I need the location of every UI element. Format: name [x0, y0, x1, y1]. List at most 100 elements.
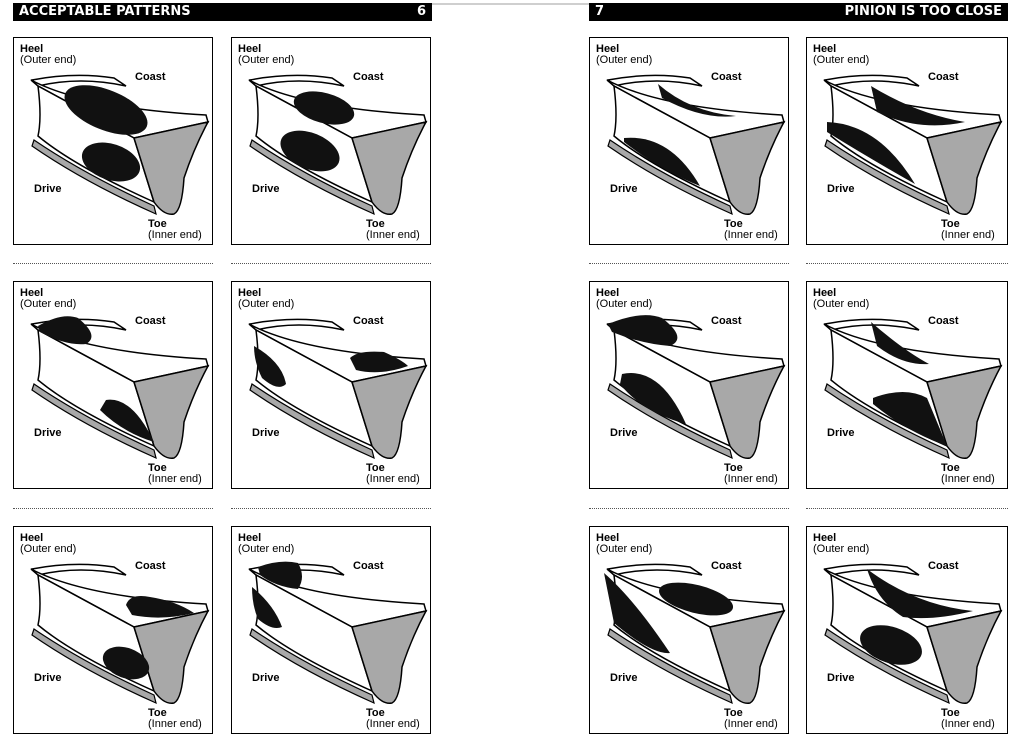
drive-label: Drive	[610, 427, 638, 439]
outer-end-label: (Outer end)	[596, 543, 653, 555]
contact-pattern	[871, 86, 965, 126]
outer-end-label: (Outer end)	[20, 298, 77, 310]
toe-label: Toe	[941, 462, 960, 474]
gear-tooth-illustration	[606, 315, 786, 460]
gear-pattern-panel: Heel (Outer end) Coast Drive Toe (Inner …	[589, 37, 789, 245]
heel-label: Heel	[238, 43, 262, 55]
drive-label: Drive	[252, 183, 280, 195]
heel-label: Heel	[813, 532, 837, 544]
gear-tooth-illustration	[823, 318, 1003, 460]
gear-tooth-illustration	[248, 561, 428, 705]
drive-label: Drive	[610, 183, 638, 195]
inner-end-label: (Inner end)	[724, 473, 778, 485]
toe-label: Toe	[366, 218, 385, 230]
contact-pattern	[608, 315, 678, 346]
outer-end-label: (Outer end)	[813, 298, 870, 310]
gear-tooth-illustration	[30, 316, 210, 460]
toe-label: Toe	[366, 462, 385, 474]
row-divider	[13, 263, 213, 264]
gear-tooth-illustration	[823, 74, 1003, 216]
gear-pattern-panel: Heel (Outer end) Coast Drive Toe (Inner …	[806, 526, 1008, 734]
outer-end-label: (Outer end)	[20, 543, 77, 555]
inner-end-label: (Inner end)	[148, 229, 202, 241]
row-divider	[13, 508, 213, 509]
contact-pattern	[867, 569, 973, 619]
contact-pattern	[102, 646, 150, 680]
outer-end-label: (Outer end)	[596, 54, 653, 66]
drive-label: Drive	[34, 427, 62, 439]
gear-pattern-panel: Heel (Outer end) Coast Drive Toe (Inner …	[231, 37, 431, 245]
contact-pattern	[871, 322, 929, 365]
inner-end-label: (Inner end)	[366, 473, 420, 485]
outer-end-label: (Outer end)	[596, 298, 653, 310]
right-page-title: PINION IS TOO CLOSE	[844, 4, 1002, 19]
left-page-title: ACCEPTABLE PATTERNS	[19, 4, 191, 19]
coast-label: Coast	[353, 560, 384, 572]
toe-label: Toe	[941, 218, 960, 230]
contact-pattern	[827, 122, 915, 184]
contact-pattern	[658, 582, 734, 616]
gear-pattern-panel: Heel (Outer end) Coast Drive Toe (Inner …	[806, 281, 1008, 489]
coast-label: Coast	[928, 71, 959, 83]
heel-label: Heel	[596, 43, 620, 55]
toe-label: Toe	[724, 218, 743, 230]
coast-label: Coast	[135, 560, 166, 572]
coast-label: Coast	[928, 315, 959, 327]
inner-end-label: (Inner end)	[148, 718, 202, 730]
toe-label: Toe	[148, 218, 167, 230]
outer-end-label: (Outer end)	[813, 543, 870, 555]
heel-label: Heel	[20, 287, 44, 299]
inner-end-label: (Inner end)	[941, 229, 995, 241]
outer-end-label: (Outer end)	[238, 298, 295, 310]
row-divider	[231, 263, 431, 264]
gear-pattern-panel: Heel (Outer end) Coast Drive Toe (Inner …	[589, 526, 789, 734]
heel-label: Heel	[20, 532, 44, 544]
row-divider	[231, 508, 431, 509]
gear-pattern-panel: Heel (Outer end) Coast Drive Toe (Inner …	[589, 281, 789, 489]
heel-label: Heel	[596, 287, 620, 299]
gear-pattern-panel: Heel (Outer end) Coast Drive Toe (Inner …	[231, 281, 431, 489]
contact-pattern	[81, 142, 141, 182]
heel-label: Heel	[813, 43, 837, 55]
gear-tooth-illustration	[823, 563, 1003, 705]
gear-tooth-illustration	[248, 318, 428, 460]
contact-pattern	[293, 91, 355, 125]
row-divider	[589, 263, 789, 264]
gear-tooth-illustration	[30, 74, 210, 216]
gear-pattern-panel: Heel (Outer end) Coast Drive Toe (Inner …	[13, 526, 213, 734]
toe-label: Toe	[148, 707, 167, 719]
contact-pattern	[100, 399, 154, 442]
heel-label: Heel	[20, 43, 44, 55]
heel-label: Heel	[596, 532, 620, 544]
toe-label: Toe	[724, 707, 743, 719]
coast-label: Coast	[928, 560, 959, 572]
heel-label: Heel	[813, 287, 837, 299]
page-gutter-line	[432, 3, 589, 9]
contact-pattern	[252, 587, 282, 628]
outer-end-label: (Outer end)	[238, 543, 295, 555]
gear-tooth-illustration	[604, 563, 786, 705]
drive-label: Drive	[827, 427, 855, 439]
row-divider	[806, 508, 1008, 509]
left-page-number: 6	[416, 4, 426, 19]
contact-pattern	[604, 573, 670, 654]
inner-end-label: (Inner end)	[941, 473, 995, 485]
outer-end-label: (Outer end)	[238, 54, 295, 66]
outer-end-label: (Outer end)	[813, 54, 870, 66]
gear-pattern-panel: Heel (Outer end) Coast Drive Toe (Inner …	[13, 37, 213, 245]
inner-end-label: (Inner end)	[148, 473, 202, 485]
gear-pattern-panel: Heel (Outer end) Coast Drive Toe (Inner …	[231, 526, 431, 734]
contact-pattern	[126, 596, 194, 618]
coast-label: Coast	[353, 315, 384, 327]
coast-label: Coast	[135, 315, 166, 327]
gear-tooth-illustration	[606, 74, 786, 216]
gear-tooth-illustration	[248, 74, 428, 216]
inner-end-label: (Inner end)	[366, 718, 420, 730]
drive-label: Drive	[827, 672, 855, 684]
contact-pattern	[350, 351, 408, 373]
gear-pattern-panel: Heel (Outer end) Coast Drive Toe (Inner …	[806, 37, 1008, 245]
drive-label: Drive	[252, 427, 280, 439]
heel-label: Heel	[238, 532, 262, 544]
right-page-number: 7	[595, 4, 605, 19]
contact-pattern	[38, 316, 92, 345]
